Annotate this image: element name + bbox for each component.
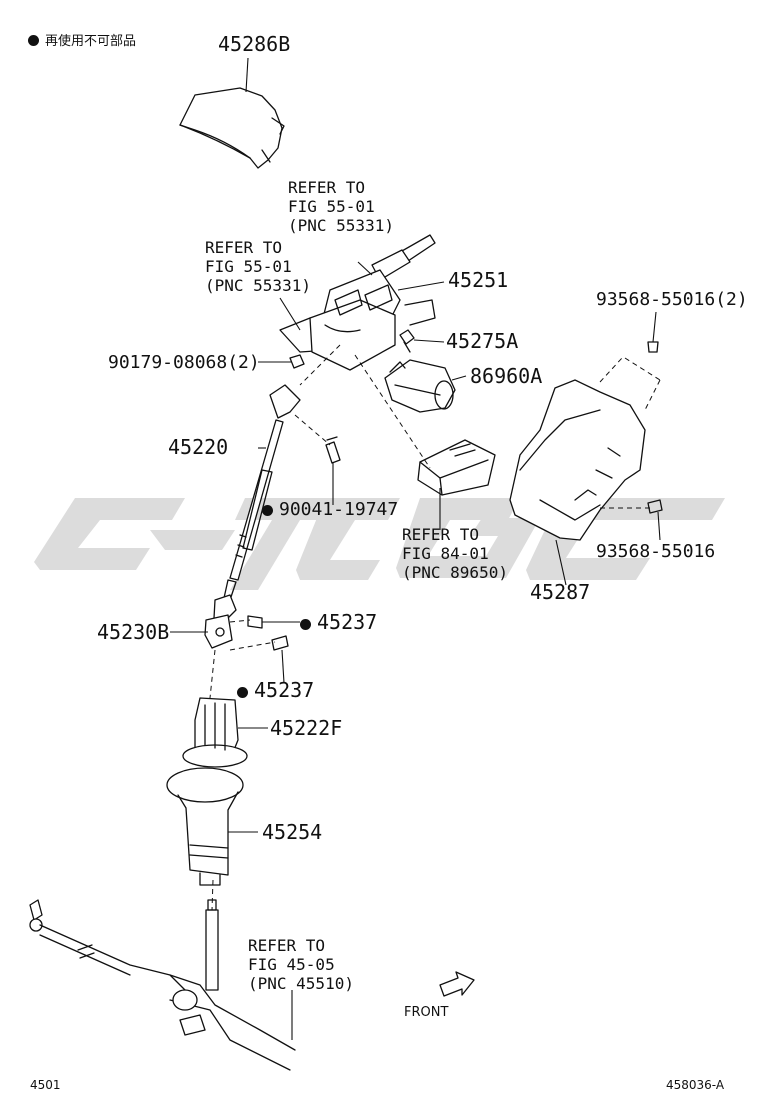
part-label-90041-19747[interactable]: 90041-19747 (262, 500, 398, 520)
part-label-93568-55016[interactable]: 93568-55016 (596, 541, 716, 562)
non-reusable-marker-icon (28, 35, 39, 46)
non-reusable-marker-icon (262, 505, 273, 516)
ref-line: FIG 84-01 (402, 544, 489, 563)
part-label-45275a[interactable]: 45275A (446, 329, 519, 353)
screw-93568-lower-shape (647, 499, 663, 514)
footer-right-code: 458036-A (666, 1078, 725, 1092)
ref-line: FIG 55-01 (205, 257, 292, 276)
ref-line: REFER TO (402, 525, 480, 544)
legend-text: 再使用不可部品 (45, 34, 137, 49)
footer-left-code: 4501 (30, 1078, 61, 1092)
column-assembly-shape (279, 234, 436, 371)
non-reusable-marker-icon (237, 687, 248, 698)
part-label-45287[interactable]: 45287 (530, 580, 591, 604)
leader-45251 (397, 281, 445, 291)
hole-cover-shape (166, 767, 244, 886)
leader-93568-2 (652, 311, 657, 343)
leader-ref1 (357, 261, 373, 276)
leader-45287 (555, 539, 567, 586)
part-number-text: 45237 (254, 678, 315, 702)
upper-column-cover-shape (179, 87, 285, 169)
leader-86960a (451, 375, 467, 381)
nut-90179-shape (289, 354, 305, 369)
part-number-text: 45237 (317, 610, 378, 634)
part-number-text: 90041-19747 (279, 499, 399, 520)
part-label-45286b[interactable]: 45286B (218, 32, 291, 56)
legend: 再使用不可部品 (28, 30, 136, 49)
part-label-45254[interactable]: 45254 (262, 820, 323, 844)
lower-column-cover-shape (509, 379, 646, 541)
intermediate-shaft-shape (223, 384, 301, 601)
ref-line: REFER TO (248, 936, 326, 955)
ref-line: REFER TO (205, 238, 283, 257)
part-label-93568-55016-x2[interactable]: 93568-55016(2) (596, 289, 748, 310)
steering-gear-shape (29, 899, 296, 1071)
part-label-45220[interactable]: 45220 (168, 435, 229, 459)
bolt-45275a-shape (399, 329, 415, 353)
part-label-86960a[interactable]: 86960A (470, 364, 543, 388)
ref-line: (PNC 55331) (288, 216, 394, 235)
leader-93568 (657, 511, 661, 541)
leader-ref2 (279, 297, 301, 331)
leader-45275a (413, 339, 445, 343)
ref-line: REFER TO (288, 178, 366, 197)
part-label-45230b[interactable]: 45230B (97, 620, 170, 644)
ref-line: (PNC 55331) (205, 276, 311, 295)
ref-line: FIG 55-01 (288, 197, 375, 216)
bolt-45237-upper-shape (247, 615, 263, 629)
bolt-90041-shape (325, 436, 341, 464)
part-label-45222f[interactable]: 45222F (270, 716, 343, 740)
leader-45286b (245, 57, 249, 93)
front-arrow-shape (439, 971, 475, 997)
non-reusable-marker-icon (300, 619, 311, 630)
part-label-90179-08068[interactable]: 90179-08068(2) (108, 352, 260, 373)
part-label-45237-lower[interactable]: 45237 (237, 680, 314, 700)
ecu-box-shape (417, 439, 496, 496)
ref-line: (PNC 45510) (248, 974, 354, 993)
leader-45237b (281, 649, 285, 684)
ref-line: FIG 45-05 (248, 955, 335, 974)
bolt-45237-lower-shape (271, 635, 289, 651)
screw-93568-upper-shape (647, 341, 659, 353)
dust-boot-shape (182, 697, 248, 768)
ref-line: (PNC 89650) (402, 563, 508, 582)
part-label-45237-upper[interactable]: 45237 (300, 612, 377, 632)
motor-86960a-shape (384, 359, 456, 413)
front-label: FRONT (404, 1005, 449, 1020)
part-label-45251[interactable]: 45251 (448, 268, 509, 292)
